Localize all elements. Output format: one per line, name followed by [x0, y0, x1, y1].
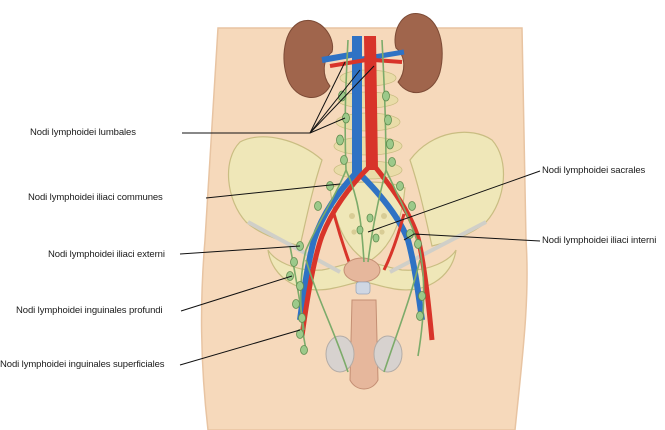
kidney-right: [394, 13, 443, 93]
renal-vein-left: [321, 51, 357, 63]
label-iliaci-externi: Nodi lymphoidei iliaci externi: [48, 249, 165, 260]
label-iliaci-communes: Nodi lymphoidei iliaci communes: [28, 192, 163, 203]
leader-iliaci-communes: [205, 183, 341, 199]
leader-sacrales: [367, 170, 541, 233]
sacral-foramen: [379, 229, 385, 235]
leader-lines: [179, 61, 541, 366]
leader-iliaci-externi: [179, 245, 301, 255]
kidney-left: [283, 19, 334, 98]
label-iliaci-interni: Nodi lymphoidei iliaci interni: [542, 235, 657, 246]
label-sacrales: Nodi lymphoidei sacrales: [542, 165, 646, 176]
penis: [349, 299, 379, 390]
testis-left: [325, 335, 355, 373]
iliac-artery-left: [299, 166, 370, 337]
label-lumbales: Nodi lymphoidei lumbales: [30, 127, 136, 138]
leader-iliaci-interni: [413, 233, 541, 242]
renal-artery-right: [373, 58, 403, 64]
leader-inguinales-superficiales: [179, 329, 301, 366]
label-inguinales-superficiales: Nodi lymphoidei inguinales superficiales: [0, 359, 165, 370]
prostate: [355, 281, 371, 295]
abdominal-aorta: [364, 36, 378, 170]
inguinal-ligament-right: [389, 220, 487, 274]
inguinal-ligament-left: [247, 220, 341, 274]
leader-inguinales-profundi: [180, 275, 293, 312]
label-inguinales-profundi: Nodi lymphoidei inguinales profundi: [16, 305, 163, 316]
sacral-foramen: [351, 229, 357, 235]
iliac-wing-right: [409, 131, 505, 247]
sacral-foramen: [349, 213, 355, 219]
iliac-wing-left: [227, 136, 323, 247]
iliac-artery-right: [374, 166, 435, 341]
testis-right: [373, 335, 403, 373]
iliac-vein-right: [357, 171, 425, 321]
renal-artery-left: [329, 58, 367, 68]
iliac-vein-left: [297, 171, 358, 321]
sacral-foramen: [381, 213, 387, 219]
bladder: [343, 257, 381, 283]
